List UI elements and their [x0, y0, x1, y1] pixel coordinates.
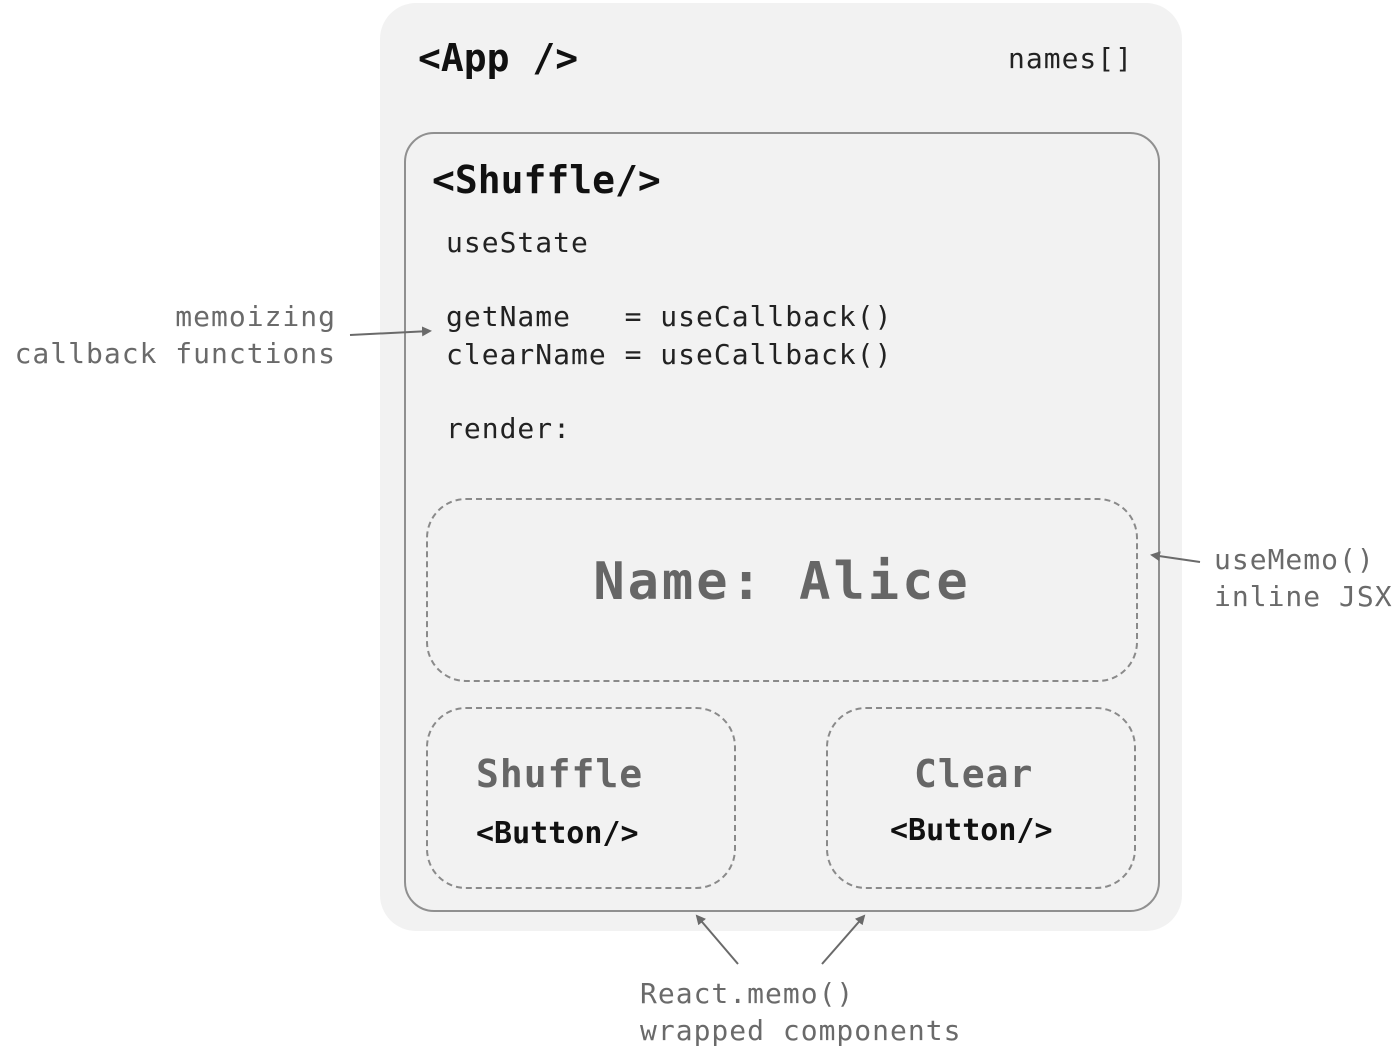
callback-annotation-line1: memoizing [175, 300, 336, 333]
name-display: Name: Alice [593, 552, 971, 612]
app-title: <App /> [418, 36, 579, 80]
shuffle-component-box [404, 132, 1160, 912]
code-line-usestate: useState [446, 226, 589, 259]
clear-button-label: Clear [914, 752, 1034, 796]
code-line-getname: getName = useCallback() [446, 300, 893, 333]
shuffle-button-component[interactable] [426, 707, 736, 889]
react-memo-arrow-shuffle [695, 914, 739, 965]
react-memo-annotation-line2: wrapped components [640, 1014, 962, 1047]
react-memo-annotation-line1: React.memo() [640, 977, 855, 1010]
code-line-clearname: clearName = useCallback() [446, 338, 893, 371]
shuffle-button-tag: <Button/> [476, 816, 639, 851]
clear-button-component[interactable] [826, 707, 1136, 889]
code-line-render: render: [446, 412, 572, 445]
react-memo-arrow-clear [821, 914, 866, 965]
app-state-label: names[] [1008, 42, 1134, 75]
shuffle-title: <Shuffle/> [432, 158, 661, 202]
usememo-arrow [1150, 551, 1201, 563]
usememo-annotation-line1: useMemo() [1214, 543, 1375, 576]
shuffle-button-label: Shuffle [476, 752, 644, 796]
memo-jsx-region [426, 498, 1138, 682]
callback-annotation-line2: callback functions [14, 337, 336, 370]
clear-button-tag: <Button/> [890, 813, 1053, 848]
usememo-annotation-line2: inline JSX [1214, 580, 1393, 613]
callback-arrow [349, 326, 432, 337]
